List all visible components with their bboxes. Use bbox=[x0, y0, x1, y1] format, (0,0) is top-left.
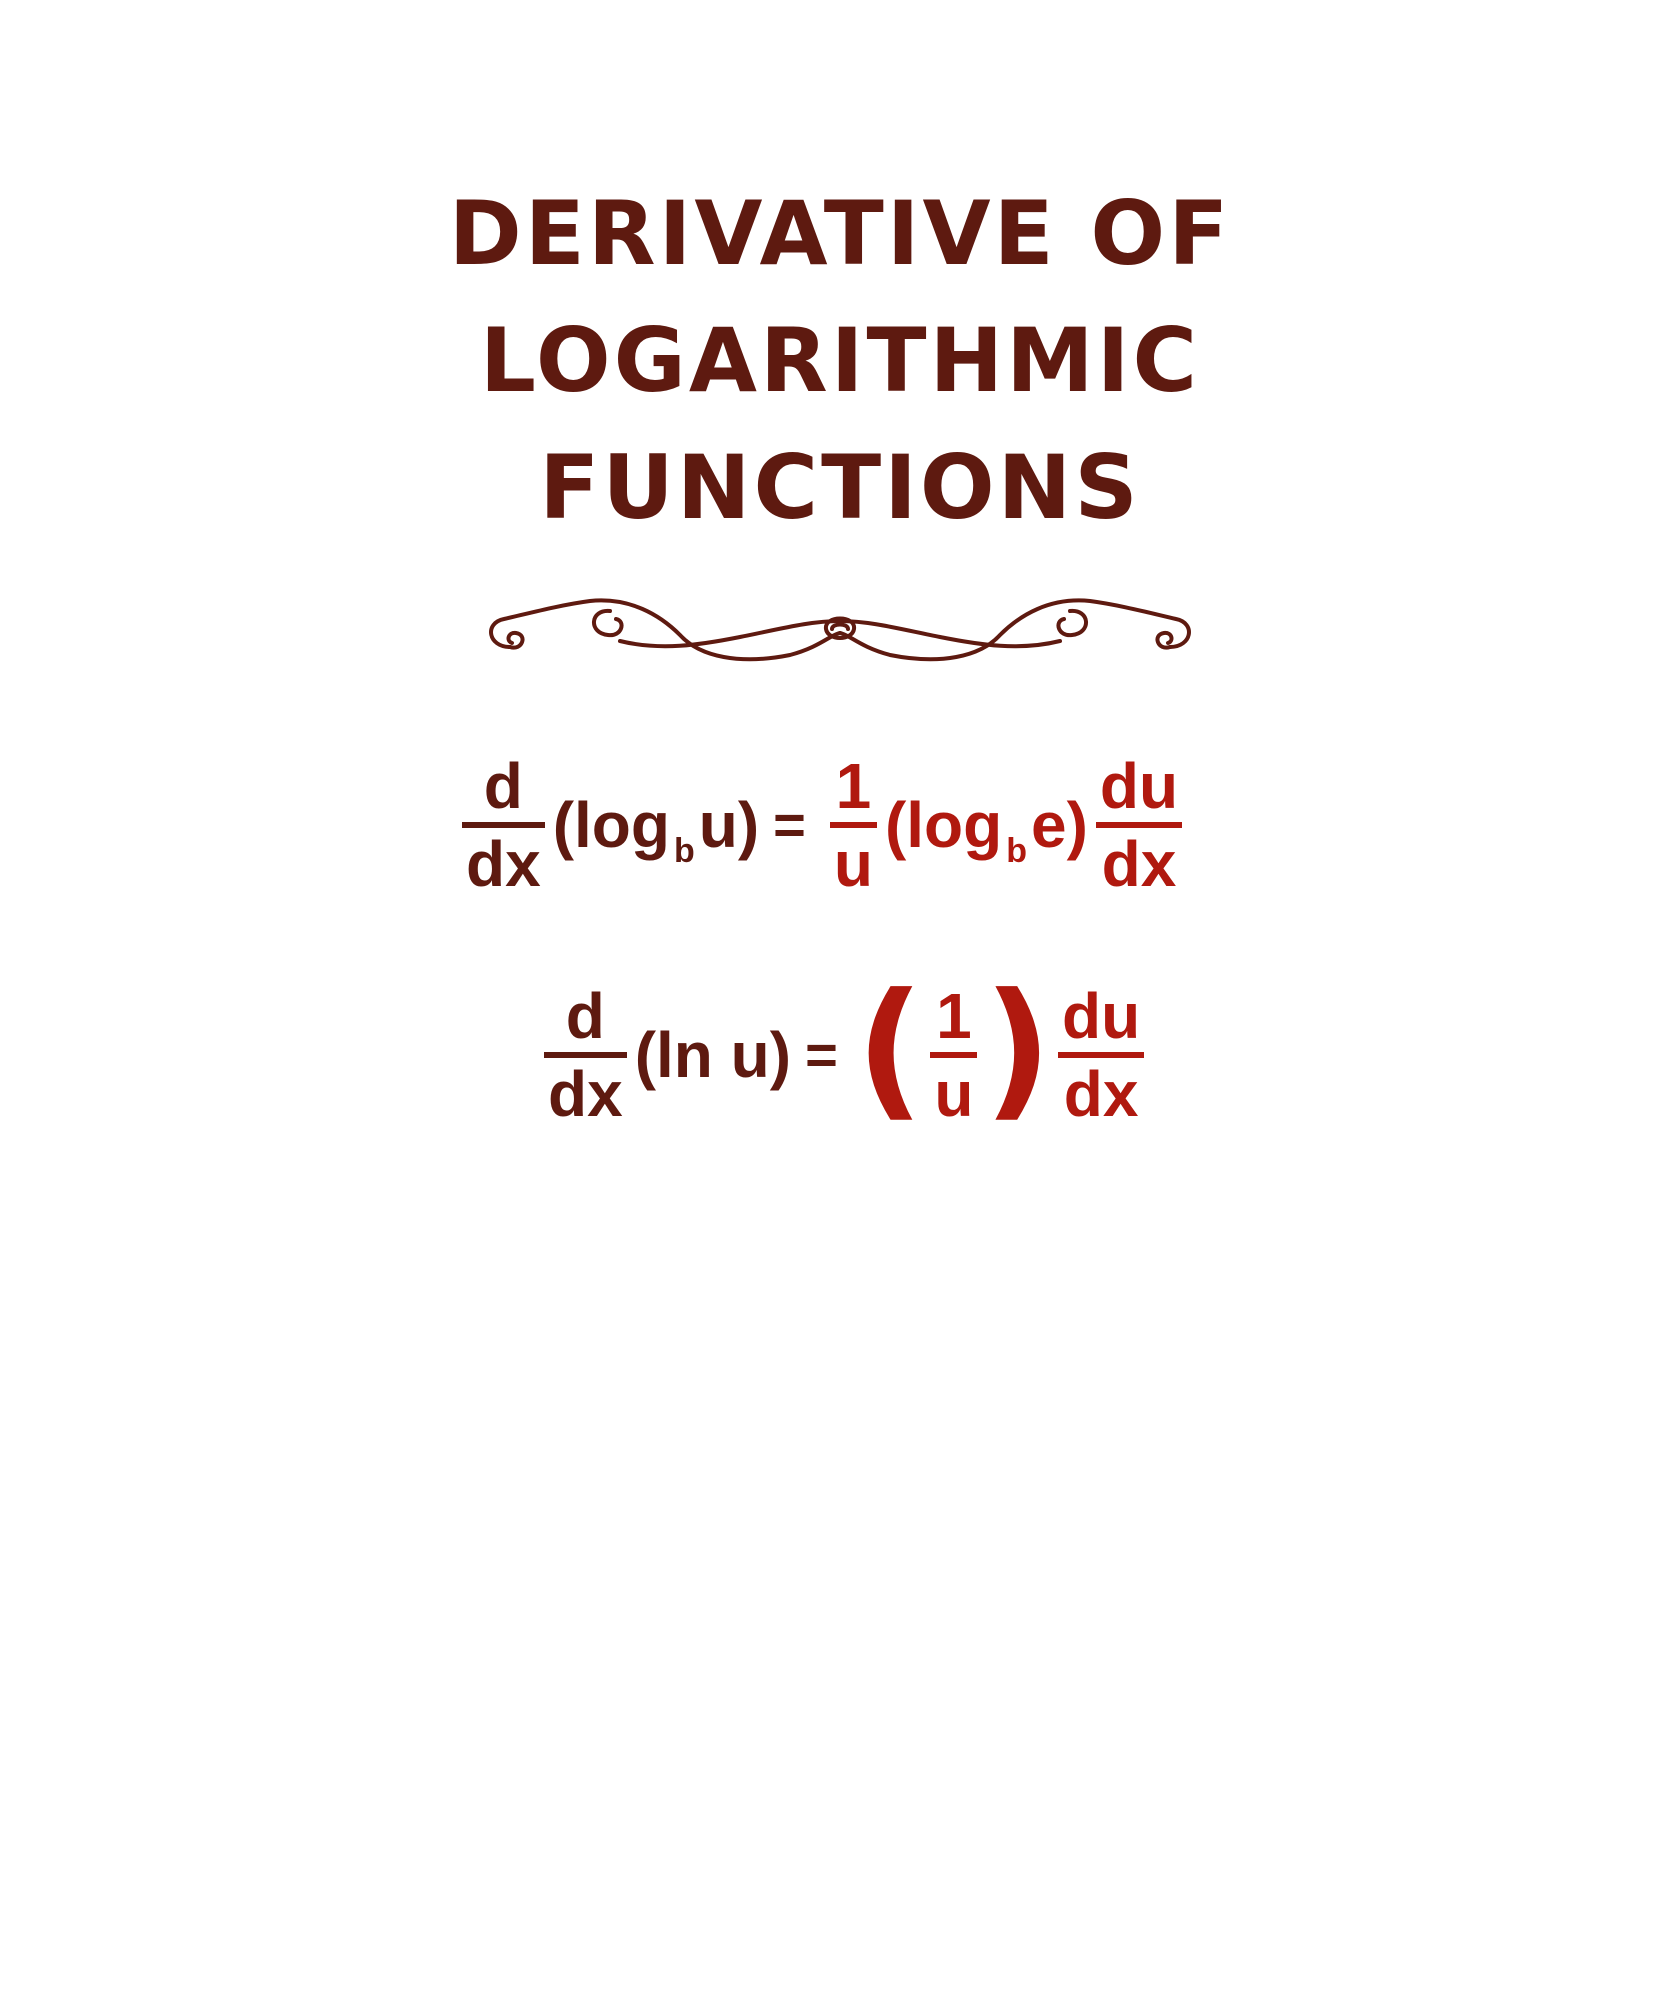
eq1-equals-sign: = bbox=[773, 793, 806, 856]
eq1-rhs-reciprocal: 1 u bbox=[829, 750, 877, 900]
equation-log-base-b: d dx (log b u) = 1 u (log b e) du dx bbox=[456, 740, 1188, 910]
eq1-lhs-denominator: dx bbox=[466, 828, 541, 900]
eq2-lhs-derivative-operator: d dx bbox=[544, 980, 627, 1130]
eq2-lhs-numerator: d bbox=[565, 980, 605, 1052]
eq2-rhs2-numerator: du bbox=[1061, 980, 1141, 1052]
eq2-rhs-numerator: 1 bbox=[936, 980, 972, 1052]
ornamental-flourish-divider bbox=[489, 598, 1191, 662]
eq1-log2-open: (log bbox=[884, 789, 1003, 861]
eq1-log-base: b bbox=[673, 831, 695, 870]
eq1-rhs2-numerator: du bbox=[1099, 750, 1179, 822]
page-title: Derivative of Logarithmic Functions bbox=[0, 170, 1680, 551]
title-line-3: Functions bbox=[539, 436, 1141, 539]
eq1-rhs2-fraction-bar bbox=[1095, 822, 1183, 828]
eq1-lhs-numerator: d bbox=[483, 750, 523, 822]
eq2-lhs-fraction-bar bbox=[544, 1052, 627, 1058]
eq2-rhs-du-dx: du dx bbox=[1057, 980, 1145, 1130]
eq2-rhs2-denominator: dx bbox=[1063, 1058, 1139, 1130]
eq1-log-open: (log bbox=[552, 789, 670, 861]
eq2-rhs2-fraction-bar bbox=[1057, 1052, 1145, 1058]
eq2-rhs-denominator: u bbox=[934, 1058, 974, 1130]
eq1-rhs-du-dx: du dx bbox=[1095, 750, 1183, 900]
eq1-log2-base: b bbox=[1006, 831, 1028, 870]
eq2-close-paren: ) bbox=[983, 962, 1052, 1136]
eq1-rhs-denominator: u bbox=[833, 828, 873, 900]
eq2-open-paren: ( bbox=[855, 962, 925, 1136]
eq2-lhs-denominator: dx bbox=[548, 1058, 623, 1130]
eq1-lhs-fraction-bar bbox=[462, 822, 545, 828]
eq1-log2-argument: e) bbox=[1031, 789, 1088, 861]
eq1-rhs2-denominator: dx bbox=[1101, 828, 1177, 900]
eq1-rhs-numerator: 1 bbox=[835, 750, 872, 822]
eq1-log-argument: u) bbox=[698, 789, 760, 861]
eq2-equals-sign: = bbox=[805, 1023, 838, 1086]
eq2-rhs-reciprocal: 1 u bbox=[930, 980, 978, 1130]
title-line-2: Logarithmic bbox=[479, 309, 1201, 412]
eq2-rhs-fraction-bar bbox=[930, 1052, 978, 1058]
equation-natural-log: d dx (ln u) = ( 1 u ) du dx bbox=[538, 970, 1150, 1140]
eq1-lhs-derivative-operator: d dx bbox=[462, 750, 545, 900]
title-line-1: Derivative of bbox=[448, 182, 1232, 285]
eq1-rhs-fraction-bar bbox=[829, 822, 877, 828]
eq2-ln-expression: (ln u) bbox=[634, 1019, 792, 1091]
